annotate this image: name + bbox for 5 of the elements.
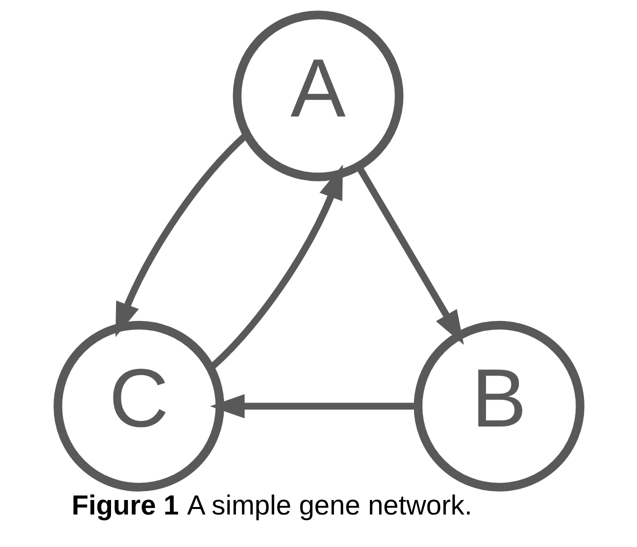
caption: Figure 1 A simple gene network. xyxy=(71,489,472,520)
arrow xyxy=(114,132,248,338)
node-circle: A xyxy=(232,10,403,182)
node-circle: B xyxy=(413,320,584,492)
node-circle: C xyxy=(53,320,224,492)
